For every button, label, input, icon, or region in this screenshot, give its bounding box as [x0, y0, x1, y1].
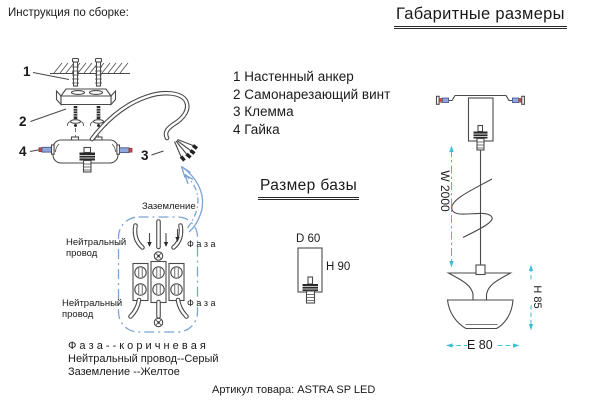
parts-list-item: 4 Гайка — [233, 121, 280, 137]
terminal-wires — [173, 138, 199, 162]
pendant-dimension-drawing — [435, 94, 534, 348]
wiring-terminal-drawing — [117, 216, 199, 333]
shade-height-label: H 85 — [531, 285, 543, 309]
anchor-right — [94, 57, 103, 87]
base-size-drawing — [297, 247, 323, 304]
phase-label-bottom: Ф а з а — [187, 298, 216, 308]
side-screw-left — [38, 144, 55, 155]
parts-list-item: 1 Настенный анкер — [233, 69, 354, 84]
cable-length-label: W 2000 — [438, 170, 452, 212]
wire-color-legend: Ф а з а - - к о р и ч н е в а я Нейтраль… — [68, 340, 219, 378]
shade-diameter-label: E 80 — [467, 338, 493, 352]
base-diameter-label: D 60 — [296, 233, 321, 245]
screw-left — [67, 106, 84, 127]
callout-4: 4 — [19, 144, 27, 159]
exploded-view-drawing — [29, 57, 204, 233]
legend-ground: Заземление --Желтое — [68, 365, 180, 378]
base-size-title: Размер базы — [258, 177, 360, 200]
ground-label: Заземление — [142, 201, 196, 212]
base-height-label: H 90 — [326, 261, 351, 273]
dimensions-title: Габаритные размеры — [394, 5, 567, 29]
phase-label-top: Ф а з а — [187, 239, 216, 249]
parts-list-item: 3 Клемма — [233, 104, 294, 120]
parts-list: 1 Настенный анкер 2 Самонарезающий винт … — [233, 68, 390, 138]
canopy-base — [52, 136, 119, 173]
magnify-leader-arrow — [180, 165, 204, 233]
callout-3: 3 — [141, 148, 149, 163]
mounting-bracket — [55, 88, 117, 106]
parts-list-item: 2 Самонарезающий винт — [233, 86, 391, 102]
neutral-label-bottom: Нейтральный провод — [62, 298, 123, 320]
side-screw-right — [116, 144, 133, 155]
neutral-label-top: Нейтральный провод — [66, 237, 127, 259]
anchor-left — [71, 57, 80, 87]
callout-1: 1 — [23, 64, 31, 79]
article-number: Артикул товара: ASTRA SP LED — [212, 384, 376, 396]
instruction-title: Инструкция по сборке: — [8, 7, 129, 19]
legend-phase: Ф а з а - - к о р и ч н е в а я — [68, 340, 206, 352]
callout-2: 2 — [19, 114, 27, 129]
legend-neutral: Нейтральный провод--Серый — [68, 352, 219, 365]
